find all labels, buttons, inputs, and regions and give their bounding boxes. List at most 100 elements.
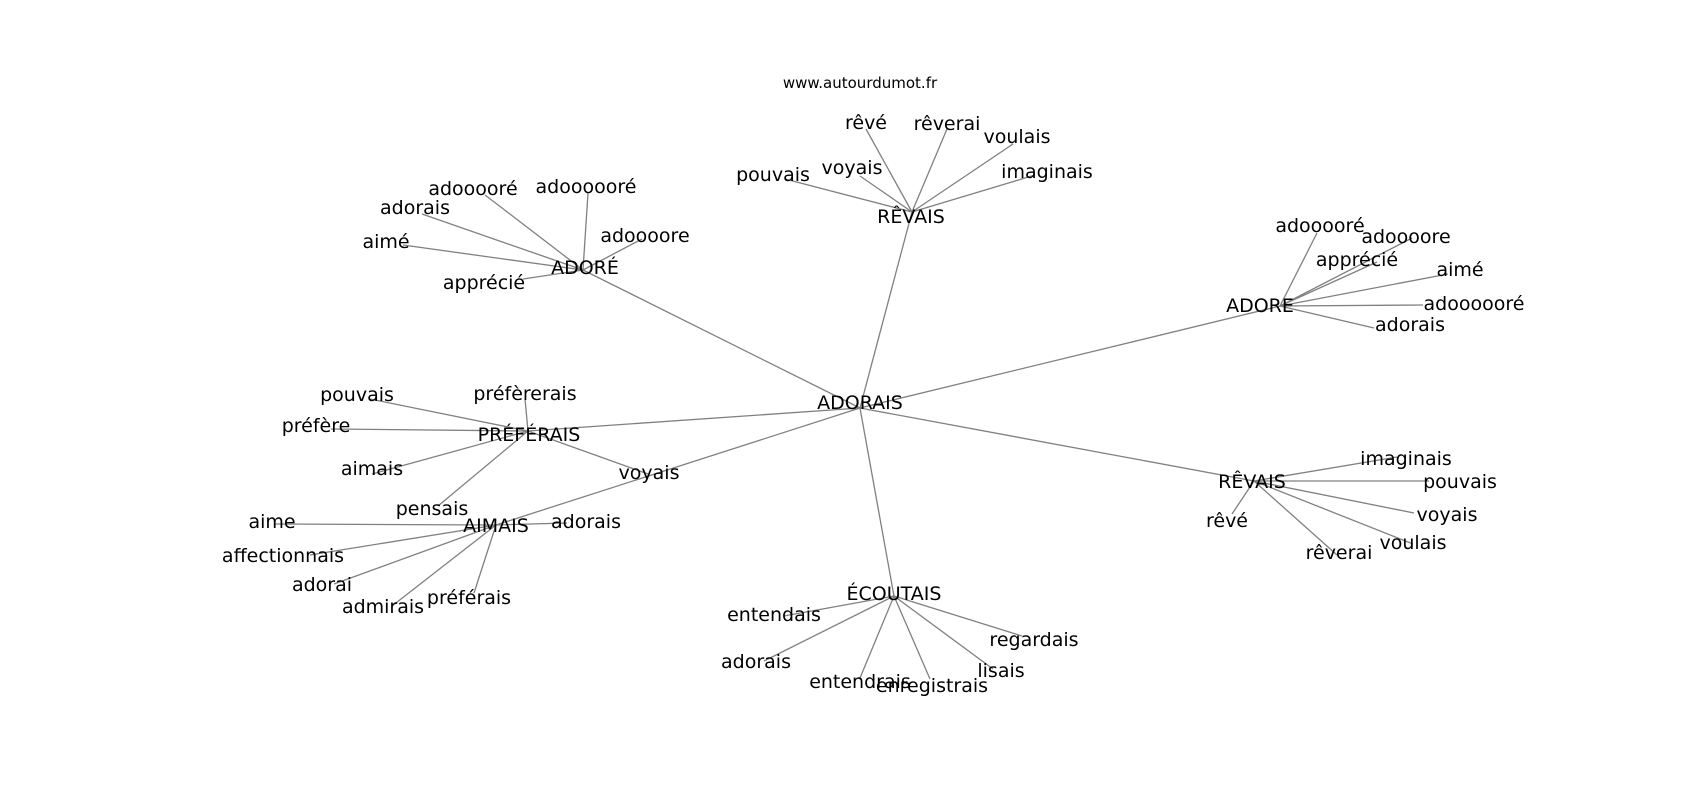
edge-h_preferais-1 [524, 398, 529, 432]
hub-node-label-h_revais_bottom: RÊVAIS [1218, 470, 1286, 493]
edge-center-to-h_ecoutais [859, 407, 895, 597]
edge-h_adore_acc-4 [582, 238, 643, 271]
edge-h_ecoutais-1 [763, 595, 895, 662]
leaf-node-label-h_adore-0: adooooré [1275, 215, 1364, 237]
leaf-node-label-h_adore_acc-1: adoooooré [536, 176, 637, 198]
edge-h_revais_bottom-4 [1231, 480, 1255, 515]
edge-h_adore_acc-2 [421, 213, 584, 271]
leaf-node-label-h_revais_bottom-1: pouvais [1423, 471, 1497, 493]
edge-h_adore-3 [1279, 273, 1449, 307]
leaf-node-label-h_preferais-4: pensais [396, 498, 469, 520]
edge-center-to-h_preferais [527, 407, 861, 432]
leaf-node-label-h_revais_top-3: voyais [822, 157, 883, 179]
edge-center-to-h_revais_top [859, 211, 913, 409]
leaf-node-label-h_revais_bottom-3: voulais [1379, 532, 1446, 554]
leaf-node-label-h_ecoutais-0: entendais [727, 604, 821, 626]
leaf-node-label-h_adore-4: adoooooré [1424, 293, 1525, 315]
leaf-node-label-h_aimais-3: adorai [292, 574, 352, 596]
leaf-node-label-h_revais_top-0: rêvé [845, 112, 887, 134]
edge-h_revais_bottom-2 [1253, 480, 1415, 514]
leaf-node-label-h_preferais-3: aimais [341, 458, 403, 480]
leaf-node-label-h_revais_bottom-4: rêvé [1206, 510, 1248, 532]
edge-h_adore-5 [1279, 305, 1375, 329]
edge-center-to-h_revais_bottom [859, 407, 1255, 482]
edge-h_aimais-0 [274, 523, 497, 526]
leaf-node-label-h_preferais-2: préfère [282, 415, 351, 437]
edge-h_aimais-5 [473, 524, 497, 594]
edge-h_aimais-3 [333, 524, 497, 585]
edge-h_preferais-4 [437, 430, 529, 507]
leaf-node-label-h_adore-1: adoooore [1361, 226, 1450, 248]
leaf-node-label-h_adore_acc-5: apprécié [443, 272, 525, 294]
edge-h_adore_acc-0 [484, 194, 584, 271]
edge-center-to-h_adore [859, 305, 1281, 409]
edge-h_revais_top-4 [784, 178, 913, 213]
leaf-node-label-h_ecoutais-4: lisais [977, 660, 1024, 682]
leaf-node-label-h_ecoutais-2: entendrais [809, 671, 911, 693]
edge-h_revais_bottom-5 [1253, 480, 1338, 556]
leaf-node-label-h_aimais-1: adorais [551, 511, 621, 533]
leaf-node-label-h_revais_top-5: imaginais [1001, 161, 1093, 183]
leaf-node-label-h_ecoutais-5: regardais [989, 629, 1078, 651]
edge-h_adore-0 [1279, 232, 1318, 307]
edge-h_revais_top-1 [911, 128, 948, 213]
edge-h_revais_top-2 [911, 143, 1014, 213]
leaf-node-label-h_preferais-5: voyais [619, 462, 680, 484]
leaf-node-label-h_aimais-5: préférais [427, 587, 511, 609]
leaf-node-label-h_adore_acc-2: adorais [380, 197, 450, 219]
edge-h_revais_top-0 [865, 128, 913, 213]
graph-edges [274, 128, 1449, 680]
leaf-node-label-h_ecoutais-3: enregistrais [876, 675, 988, 697]
edge-h_aimais-2 [309, 524, 497, 556]
edge-h_revais_bottom-0 [1253, 456, 1398, 482]
leaf-node-label-h_preferais-0: pouvais [320, 384, 394, 406]
hub-node-label-h_revais_top: RÊVAIS [877, 205, 945, 228]
edge-h_adore_acc-3 [402, 244, 584, 271]
edge-h_ecoutais-4 [893, 595, 994, 670]
leaf-node-label-h_aimais-0: aime [248, 511, 295, 533]
edge-h_preferais-3 [371, 430, 529, 475]
leaf-node-label-h_revais_top-4: pouvais [736, 164, 810, 186]
edge-h_preferais-5 [527, 430, 649, 475]
edge-h_preferais-0 [369, 398, 529, 432]
leaf-node-label-h_aimais-4: admirais [342, 596, 424, 618]
edge-h_adore-2 [1279, 261, 1378, 307]
edge-center-to-h_adore_acc [582, 269, 861, 409]
leaf-node-label-h_aimais-2: affectionnais [222, 545, 344, 567]
leaf-node-label-h_adore_acc-0: adooooré [428, 178, 517, 200]
leaf-node-label-h_revais_bottom-5: rêverai [1306, 542, 1373, 564]
edge-h_preferais-2 [330, 428, 529, 432]
edge-h_revais_top-3 [859, 175, 913, 213]
edge-h_revais_top-5 [911, 174, 1036, 213]
hub-node-label-h_adore_acc: ADORÉ [551, 256, 619, 279]
edge-center-to-h_aimais [495, 407, 861, 526]
leaf-node-label-h_revais_bottom-2: voyais [1417, 504, 1478, 526]
edge-h_ecoutais-5 [893, 595, 1023, 637]
leaf-node-label-h_revais_bottom-0: imaginais [1360, 448, 1452, 470]
edge-h_adore_acc-5 [522, 269, 584, 280]
hub-node-label-h_adore: ADORE [1226, 295, 1294, 317]
edge-h_adore-4 [1279, 304, 1424, 307]
leaf-node-label-h_adore-2: apprécié [1316, 249, 1398, 271]
hub-node-label-h_ecoutais: ÉCOUTAIS [847, 582, 942, 605]
leaf-node-label-h_revais_top-1: rêverai [914, 113, 981, 135]
hub-node-label-h_preferais: PRÉFÉRAIS [478, 423, 581, 446]
leaf-node-label-h_adore-5: adorais [1375, 314, 1445, 336]
leaf-node-label-h_ecoutais-1: adorais [721, 651, 791, 673]
leaf-node-label-h_adore_acc-3: aimé [362, 231, 409, 253]
edge-h_adore-1 [1279, 237, 1413, 307]
leaf-node-label-h_revais_top-2: voulais [983, 126, 1050, 148]
hub-node-label-h_aimais: AIMAIS [463, 515, 529, 537]
leaf-node-label-h_preferais-1: préfèrerais [473, 383, 576, 405]
edge-h_ecoutais-3 [893, 595, 931, 680]
leaf-node-label-h_adore-3: aimé [1436, 259, 1483, 281]
center-node-label: ADORAIS [817, 392, 903, 414]
site-credit: www.autourdumot.fr [783, 74, 938, 92]
edge-h_ecoutais-0 [783, 595, 895, 617]
leaf-node-label-h_adore_acc-4: adoooore [600, 225, 689, 247]
edge-h_revais_bottom-3 [1253, 480, 1414, 545]
edge-h_aimais-4 [391, 524, 497, 607]
edge-h_ecoutais-2 [859, 595, 895, 679]
